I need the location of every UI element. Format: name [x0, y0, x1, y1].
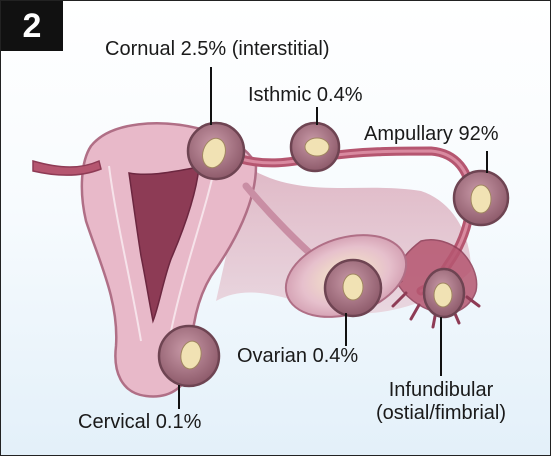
panel-number: 2	[1, 1, 63, 51]
label-infundibular-line1: Infundibular	[363, 379, 519, 402]
label-cervical: Cervical 0.1%	[78, 411, 201, 434]
label-infundibular-line2: (ostial/fimbrial)	[363, 402, 519, 425]
label-ampullary: Ampullary 92%	[364, 123, 499, 146]
cornual-sac	[188, 123, 244, 179]
label-ovarian: Ovarian 0.4%	[237, 345, 358, 368]
ovarian-sac	[325, 260, 381, 316]
infundibular-sac	[424, 269, 464, 317]
ampullary-sac	[454, 171, 508, 225]
label-infundibular: Infundibular (ostial/fimbrial)	[363, 379, 519, 425]
cervical-sac	[159, 326, 219, 386]
label-cornual: Cornual 2.5% (interstitial)	[105, 38, 330, 61]
isthmic-sac	[291, 123, 339, 171]
label-isthmic: Isthmic 0.4%	[248, 84, 362, 107]
